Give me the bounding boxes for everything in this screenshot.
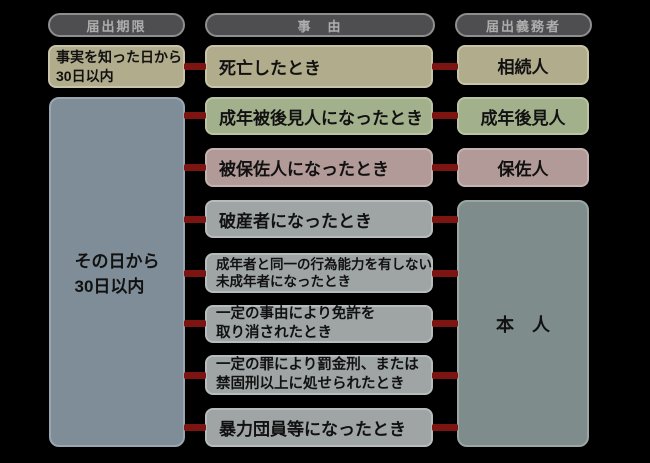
reason-box-person-under-curatorship: 被保佐人になったとき xyxy=(205,148,433,187)
connector-left-6 xyxy=(184,320,206,327)
deadline-box-within-30-days-of-knowing: 事実を知った日から 30日以内 xyxy=(48,45,185,88)
obligor-box-curator: 保佐人 xyxy=(457,148,589,187)
obligor-box-adult-guardian: 成年後見人 xyxy=(457,97,589,135)
reason-label-line: 取り消されたとき xyxy=(216,325,332,341)
reason-box-fine-or-imprisonment: 一定の罪により罰金刑、または 禁固刑以上に処せられたとき xyxy=(205,355,433,395)
connector-right-6 xyxy=(432,320,458,327)
connector-left-2 xyxy=(184,112,206,119)
reason-label: 死亡したとき xyxy=(219,59,321,78)
header-pill-obligor: 届出義務者 xyxy=(455,13,592,37)
connector-left-7 xyxy=(184,372,206,379)
connector-right-8 xyxy=(432,424,458,431)
reason-box-death: 死亡したとき xyxy=(205,45,433,88)
reason-label-line: 禁固刑以上に処せられたとき xyxy=(216,376,405,392)
connector-right-3 xyxy=(432,164,458,171)
reason-label-line: 成年者と同一の行為能力を有しない xyxy=(216,256,432,272)
reason-box-adult-ward: 成年被後見人になったとき xyxy=(205,97,433,135)
connector-right-1 xyxy=(432,63,458,70)
obligor-box-self: 本 人 xyxy=(457,200,589,447)
reason-box-license-revoked: 一定の事由により免許を 取り消されたとき xyxy=(205,305,433,343)
deadline-box-within-30-days-of-that-day: その日から 30日以内 xyxy=(49,97,185,447)
connector-left-5 xyxy=(184,270,206,277)
connector-right-7 xyxy=(432,372,458,379)
connector-right-4 xyxy=(432,216,458,223)
reason-label: 成年被後見人になったとき xyxy=(219,108,423,128)
reason-label-line: 未成年者になったとき xyxy=(216,274,351,289)
connector-right-5 xyxy=(432,270,458,277)
connector-left-8 xyxy=(184,424,206,431)
connector-left-3 xyxy=(184,164,206,171)
deadline-line: 事実を知った日から xyxy=(56,49,182,66)
reason-box-gang-member: 暴力団員等になったとき xyxy=(205,408,433,447)
deadline-line: 30日以内 xyxy=(56,67,114,84)
reason-label-line: 一定の事由により免許を xyxy=(216,306,376,323)
connector-left-4 xyxy=(184,216,206,223)
reason-label-line: 一定の罪により罰金刑、または xyxy=(216,357,419,374)
reason-box-minor-without-adult-capacity: 成年者と同一の行為能力を有しない 未成年者になったとき xyxy=(205,253,433,293)
reason-label: 暴力団員等になったとき xyxy=(219,420,406,439)
obligor-box-heir: 相続人 xyxy=(457,45,589,85)
connector-right-2 xyxy=(432,112,458,119)
reason-label: 破産者になったとき xyxy=(219,211,372,231)
deadline-line: 30日以内 xyxy=(74,277,145,296)
reason-label: 被保佐人になったとき xyxy=(219,160,389,179)
header-pill-reason: 事 由 xyxy=(205,13,435,37)
deadline-line: その日から xyxy=(74,252,160,271)
header-pill-deadline: 届出期限 xyxy=(48,13,185,37)
reason-box-bankruptcy: 破産者になったとき xyxy=(205,200,433,238)
connector-left-1 xyxy=(184,63,206,70)
